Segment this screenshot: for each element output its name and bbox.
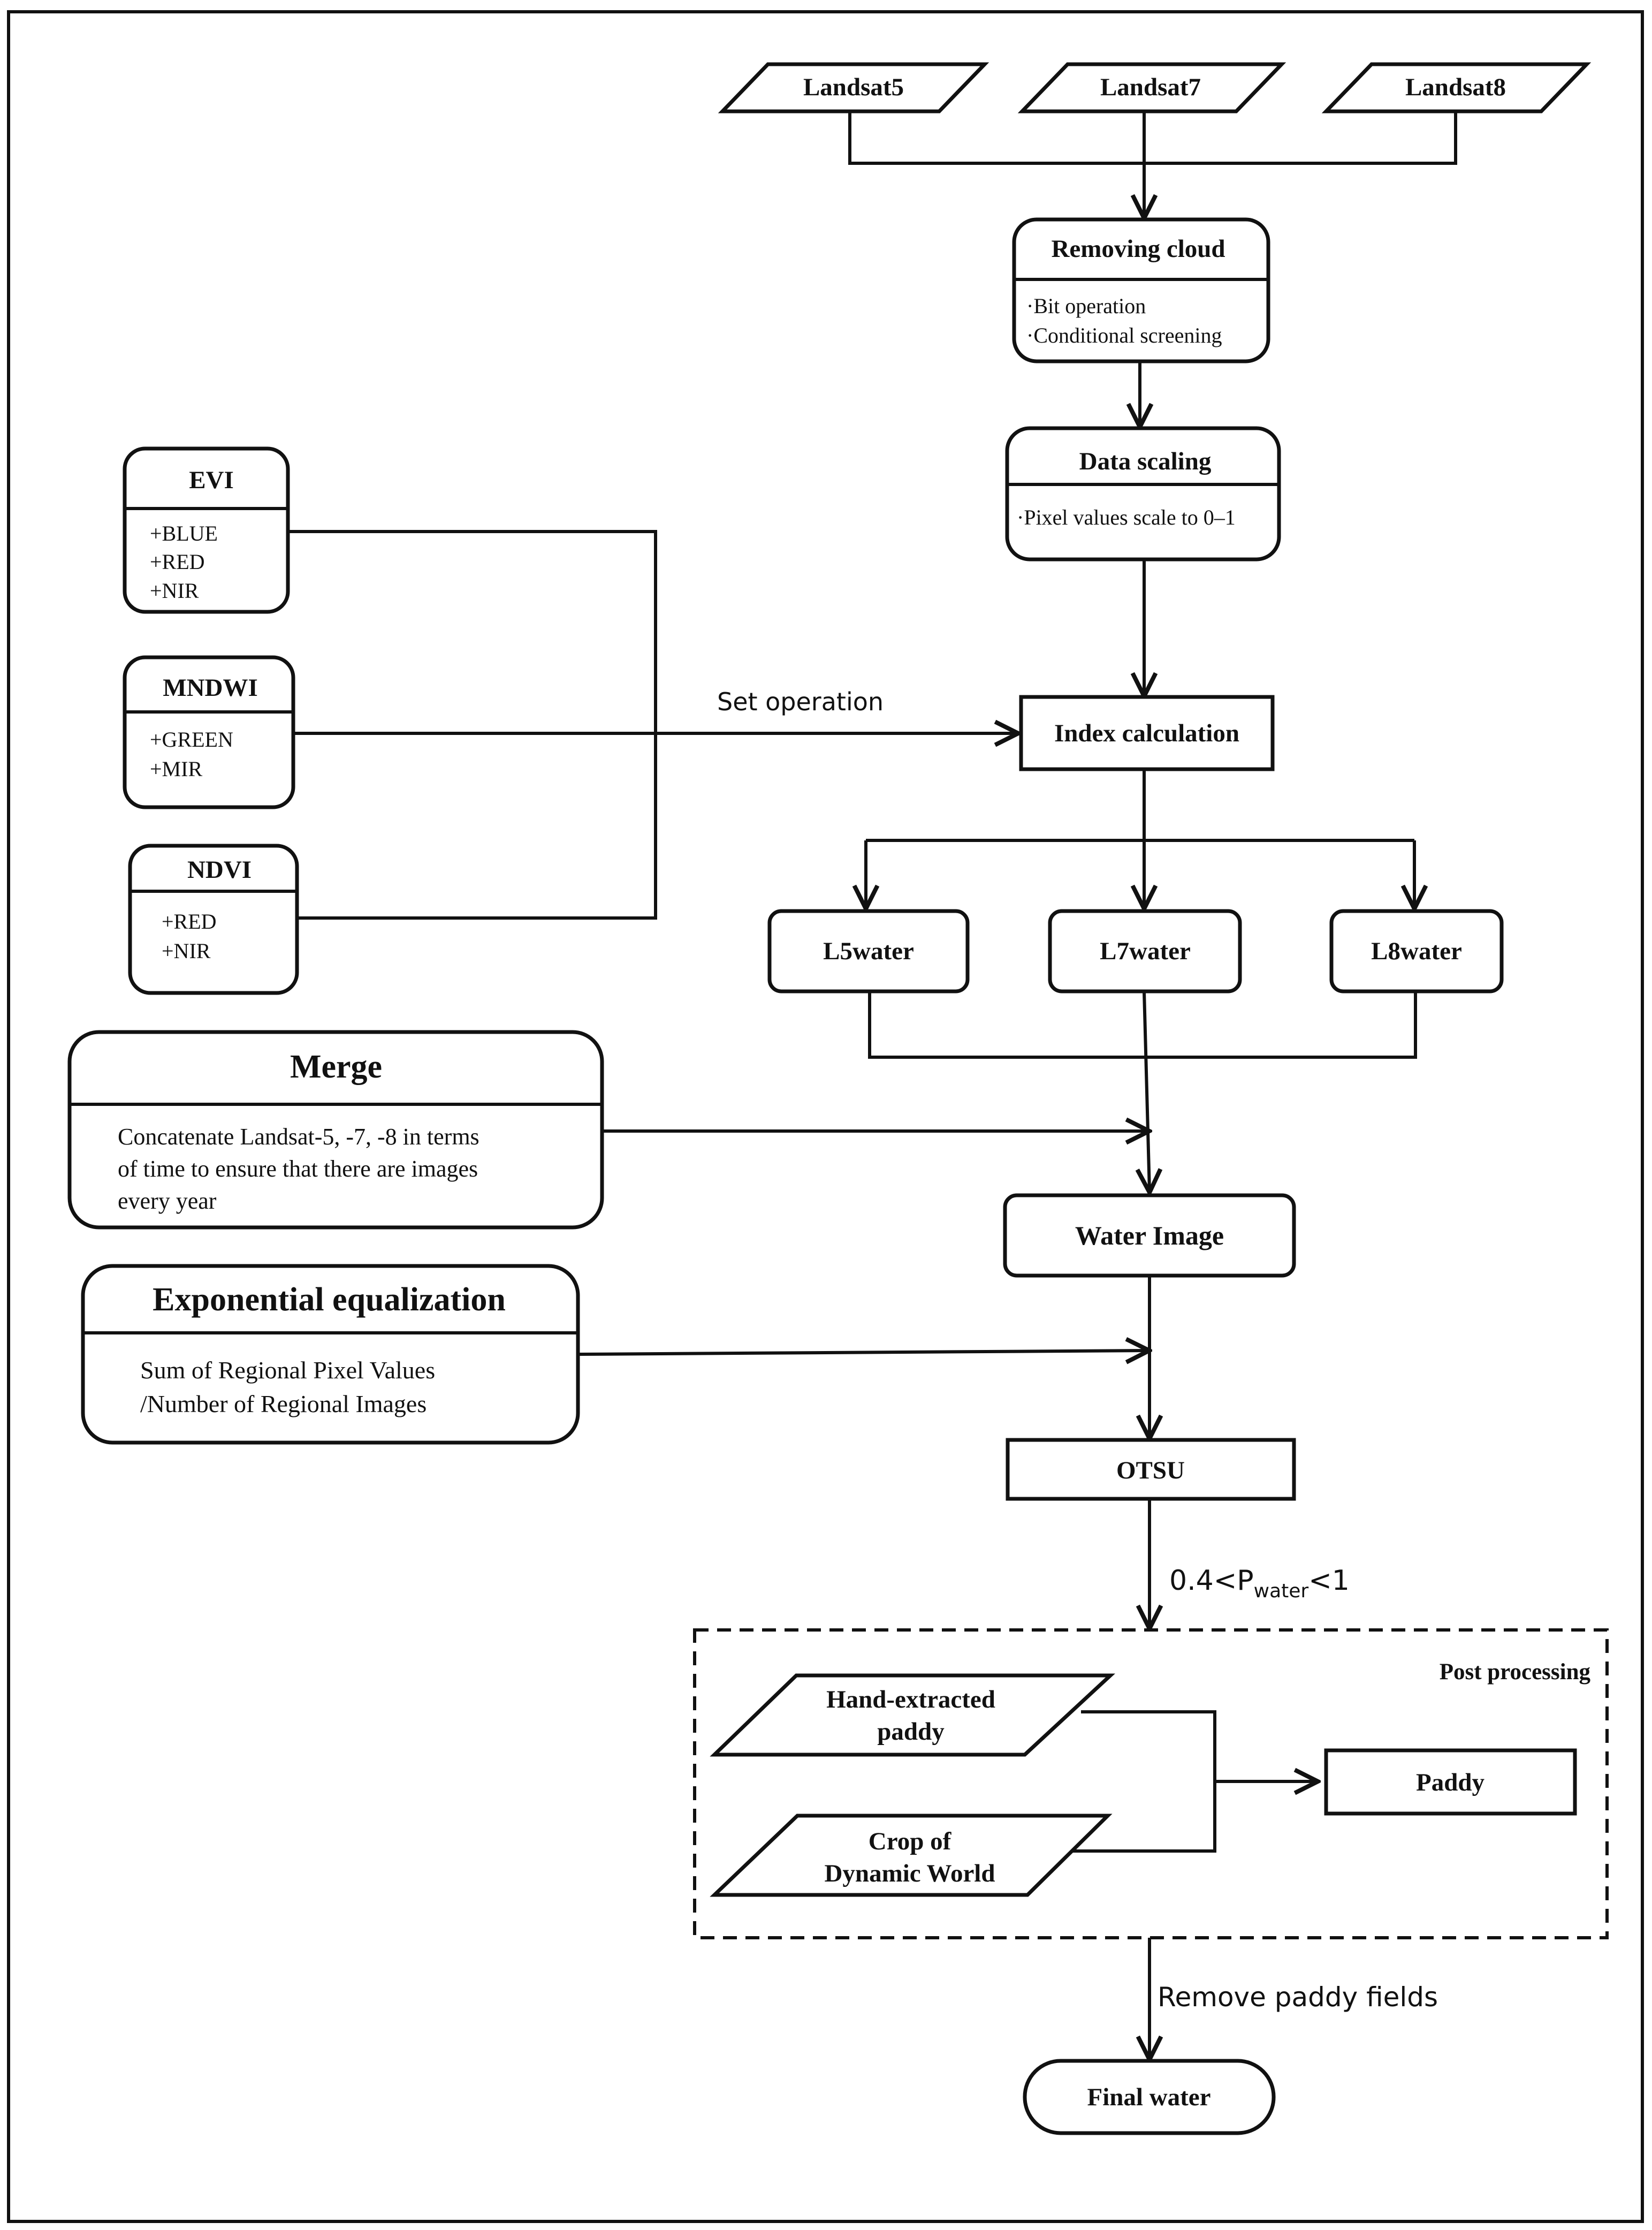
landsat5-label: Landsat5 (803, 73, 904, 101)
l5water-label: L5water (823, 937, 914, 965)
final-water-node: Final water (1023, 2059, 1276, 2135)
paddy-node: Paddy (1324, 1748, 1577, 1816)
hand-extracted-label: paddy (877, 1718, 945, 1746)
l8water-label: L8water (1371, 937, 1462, 965)
merge-node: Merge Concatenate Landsat-5, -7, -8 in t… (67, 1030, 604, 1230)
landsat5-node: Landsat5 (718, 62, 989, 113)
paddy-label: Paddy (1416, 1769, 1484, 1796)
ndvi-band: +NIR (162, 939, 211, 963)
ndvi-band: +RED (162, 909, 217, 934)
crop-dw-label: Crop of (869, 1827, 952, 1855)
set-operation-label: Set operation (717, 687, 884, 716)
outer-frame (7, 10, 1644, 2223)
final-water-label: Final water (1087, 2083, 1211, 2111)
connector-landsat-merge (848, 111, 1457, 165)
otsu-node: OTSU (1006, 1438, 1296, 1501)
evi-band: +BLUE (150, 521, 218, 545)
connectors (288, 111, 1457, 2058)
ndvi-title: NDVI (187, 856, 252, 884)
evi-band: +RED (150, 550, 205, 574)
mndwi-node: MNDWI +GREEN +MIR (123, 655, 295, 809)
exponential-title: Exponential equalization (153, 1281, 506, 1318)
landsat8-label: Landsat8 (1405, 73, 1506, 101)
removing-cloud-item: ·Conditional screening (1026, 323, 1222, 347)
mndwi-title: MNDWI (163, 674, 258, 702)
remove-paddy-label: Remove paddy fields (1158, 1982, 1438, 2013)
connector-water-join (868, 992, 1417, 1059)
evi-band: +NIR (150, 579, 199, 603)
threshold-subscript: water (1254, 1580, 1309, 1602)
merge-line: of time to ensure that there are images (118, 1156, 478, 1182)
connector-l7-to-water-image (1144, 991, 1149, 1191)
post-processing-label: Post processing (1440, 1659, 1591, 1685)
evi-node: EVI +BLUE +RED +NIR (123, 446, 290, 614)
exponential-equalization-node: Exponential equalization Sum of Regional… (81, 1264, 580, 1445)
connector-evi (288, 530, 657, 920)
removing-cloud-title: Removing cloud (1051, 235, 1225, 263)
data-scaling-node: Data scaling ·Pixel values scale to 0–1 (1005, 426, 1281, 562)
index-calculation-label: Index calculation (1054, 719, 1239, 747)
index-calculation-node: Index calculation (1019, 695, 1275, 771)
threshold-label: 0.4<Pwater<1 (1169, 1565, 1350, 1602)
merge-title: Merge (290, 1049, 382, 1085)
l5water-node: L5water (767, 909, 970, 993)
merge-line: Concatenate Landsat-5, -7, -8 in terms (118, 1124, 479, 1150)
mndwi-band: +GREEN (150, 727, 233, 752)
landsat7-label: Landsat7 (1100, 73, 1201, 101)
landsat8-node: Landsat8 (1321, 62, 1592, 113)
l7water-label: L7water (1100, 937, 1191, 965)
otsu-label: OTSU (1116, 1457, 1185, 1484)
crop-dynamic-world-node: Crop of Dynamic World (710, 1814, 1113, 1897)
crop-dw-label: Dynamic World (824, 1860, 995, 1887)
ndvi-node: NDVI +RED +NIR (128, 844, 299, 995)
exponential-line: Sum of Regional Pixel Values (140, 1356, 435, 1384)
post-processing-region (693, 1628, 1609, 1939)
water-image-node: Water Image (1003, 1193, 1296, 1278)
water-image-label: Water Image (1075, 1220, 1224, 1250)
removing-cloud-node: Removing cloud ·Bit operation ·Condition… (1012, 217, 1270, 363)
merge-line: every year (118, 1188, 217, 1214)
connector-exponential (577, 1351, 1148, 1354)
mndwi-band: +MIR (150, 757, 202, 781)
removing-cloud-item: ·Bit operation (1026, 294, 1146, 318)
exponential-line: /Number of Regional Images (140, 1390, 427, 1417)
hand-extracted-label: Hand-extracted (826, 1686, 995, 1713)
data-scaling-title: Data scaling (1079, 447, 1212, 475)
hand-extracted-paddy-node: Hand-extracted paddy (710, 1673, 1115, 1757)
l8water-node: L8water (1329, 909, 1504, 993)
data-scaling-item: ·Pixel values scale to 0–1 (1017, 505, 1236, 529)
evi-title: EVI (189, 466, 234, 494)
landsat7-node: Landsat7 (1017, 62, 1286, 113)
l7water-node: L7water (1048, 909, 1242, 993)
